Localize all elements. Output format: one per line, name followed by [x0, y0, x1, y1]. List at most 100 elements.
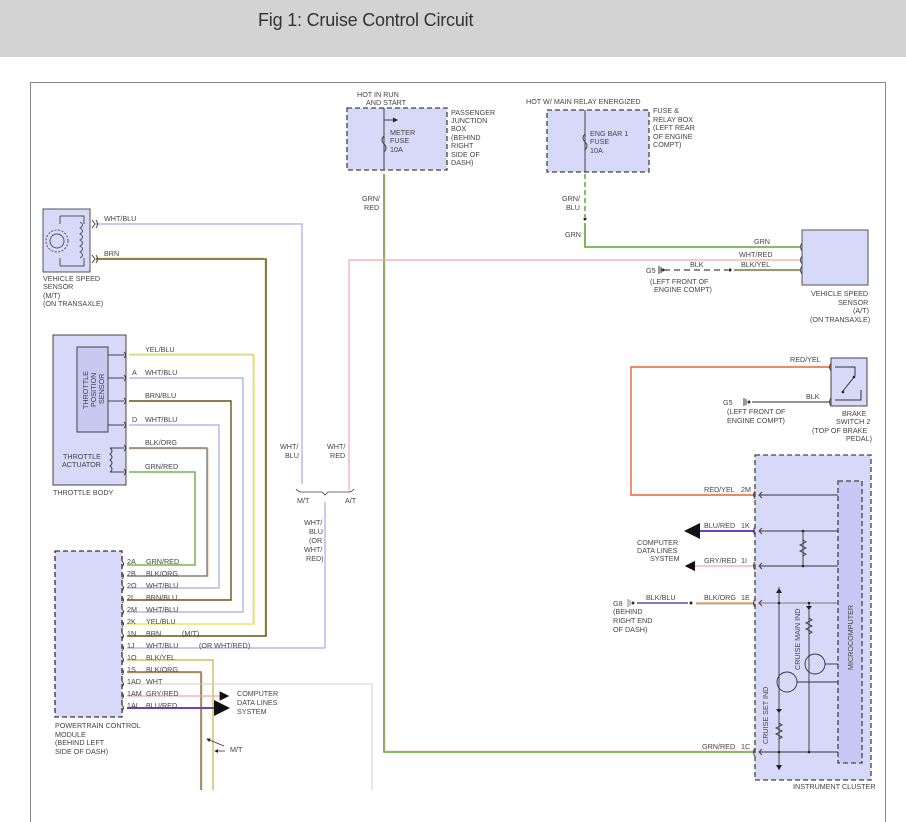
pin-label: 1AM [127, 689, 142, 698]
location-label: ENGINE COMPT) [727, 416, 785, 425]
wire-note: (OR WHT/RED) [199, 641, 250, 650]
wire-label: BLK/BLU [646, 593, 676, 602]
component-label: SENSOR [838, 298, 868, 307]
wire-label: BRN [104, 249, 119, 258]
hot-label: AND START [366, 98, 407, 107]
ground-label: G5 [646, 266, 656, 275]
tps-label: POSITION [89, 373, 98, 407]
data-lines-label: DATA LINES [237, 698, 278, 707]
meter-fuse-icon [381, 135, 387, 153]
component-label: POWERTRAIN CONTROL [55, 721, 141, 730]
location-label: (LEFT REAR [653, 123, 695, 132]
wire-label: BLK [690, 260, 704, 269]
connector-icon [121, 608, 124, 616]
location-label: RIGHT [451, 141, 474, 150]
pin-label: A [132, 368, 137, 377]
wire-label: WHT/ [327, 442, 345, 451]
connector-icon [753, 598, 763, 608]
connector-icon [829, 397, 832, 407]
location-label: PASSENGER [451, 108, 495, 117]
vehicle-speed-sensor-mt: VEHICLE SPEED SENSOR (M/T) (ON TRANSAXLE… [42, 208, 103, 308]
wire-label: WHT/ [304, 518, 322, 527]
location-label: (LEFT FRONT OF [727, 407, 786, 416]
fuse-rating: 10A [590, 146, 603, 155]
microcomputer-label: MICROCOMPUTER [846, 605, 855, 670]
data-lines-label: COMPUTER [237, 689, 278, 698]
wire-label: BLK/ORG [704, 593, 736, 602]
vehicle-speed-sensor-at: VEHICLE SPEED SENSOR (A/T) (ON TRANSAXLE… [801, 229, 870, 324]
ground-g8: G8 (BEHIND RIGHT END OF DASH) [613, 599, 652, 634]
fuse-label: FUSE [590, 137, 609, 146]
tps-label: SENSOR [97, 374, 106, 404]
pin-label: 2K [127, 617, 136, 626]
wire-label: M/T [230, 745, 243, 754]
wire-label: BLU [566, 203, 580, 212]
ground-label: G5 [723, 398, 733, 407]
fuse-label: METER [390, 128, 415, 137]
component-label: (TOP OF BRAKE [812, 426, 867, 435]
led-icon [776, 709, 782, 713]
splice-bracket-icon [295, 488, 355, 496]
component-label: THROTTLE BODY [53, 488, 114, 497]
connector-icon [121, 680, 124, 688]
pin-label: D [132, 415, 137, 424]
location-label: SIDE OF [451, 150, 480, 159]
connector-icon [121, 692, 124, 700]
fuse-relay-box: HOT W/ MAIN RELAY ENERGIZED ENG BAR 1 FU… [526, 97, 695, 173]
wire-label: GRY/RED [704, 556, 737, 565]
connector-icon [121, 704, 124, 712]
component-label: VEHICLE SPEED [811, 289, 868, 298]
connector-icon [91, 254, 98, 264]
wire-label: WHT/BLU [145, 368, 177, 377]
data-lines-label: DATA LINES [637, 546, 678, 555]
component-label: (ON TRANSAXLE) [810, 315, 870, 324]
wires: GRN/ RED GRN/ BLU GRN GRN WHT/RED BLK BL… [96, 174, 832, 790]
wire-label: YEL/BLU [146, 617, 176, 626]
connector-icon [123, 421, 126, 429]
led-icon [806, 606, 812, 610]
wire-label: RED) [306, 554, 324, 563]
wire-label: WHT [146, 677, 163, 686]
location-label: OF ENGINE [653, 132, 693, 141]
component-label: (A/T) [853, 306, 869, 315]
pin-label: 1C [741, 742, 750, 751]
throttle-body: THROTTLE POSITION SENSOR THROTTLE ACTUAT… [52, 334, 178, 497]
ground-icon [743, 398, 751, 406]
wire-label: WHT/ [280, 442, 298, 451]
data-lines-label: SYSTEM [237, 707, 267, 716]
pin-label: 1J [127, 641, 135, 650]
arrow-up-icon [776, 588, 782, 593]
figure-header: Fig 1: Cruise Control Circuit [0, 0, 906, 57]
connector-icon [121, 668, 124, 676]
instrument-cluster: MICROCOMPUTER CRUISE MAIN IND CRUISE SET… [702, 454, 876, 791]
data-lines-label: COMPUTER [637, 538, 678, 547]
brake-switch-2: BRAKE SWITCH 2 (TOP OF BRAKE PEDAL) [812, 357, 872, 443]
cruise-main-ind-label: CRUISE MAIN IND [793, 609, 802, 671]
pin-label: 2M [741, 485, 751, 494]
wire-label: BLK/YEL [146, 653, 175, 662]
connector-icon [121, 596, 124, 604]
component-label: BRAKE [842, 409, 867, 418]
pin-label: 2B [127, 569, 136, 578]
wire-label: BLU/RED [704, 521, 735, 530]
connector-icon [121, 632, 124, 640]
wire-label: BRN [146, 629, 161, 638]
ground-label: G8 [613, 599, 623, 608]
pin-label: 2M [127, 605, 137, 614]
fuse-rating: 10A [390, 145, 403, 154]
wire-label: WHT/ [304, 545, 322, 554]
pin-label: 1K [741, 521, 750, 530]
tps-label: THROTTLE [81, 371, 90, 409]
wire-label: A/T [345, 496, 357, 505]
ground-icon [658, 266, 665, 274]
location-label: RIGHT END [613, 616, 652, 625]
figure-title: Fig 1: Cruise Control Circuit [258, 10, 474, 30]
component-label: SENSOR [43, 282, 73, 291]
wire-label: BLK/ORG [146, 665, 178, 674]
connector-icon [91, 219, 98, 229]
location-label: (BEHIND [613, 607, 643, 616]
wire-label: WHT/BLU [145, 415, 177, 424]
wire-label: WHT/RED [739, 250, 773, 259]
pin-label: 1I [741, 556, 747, 565]
